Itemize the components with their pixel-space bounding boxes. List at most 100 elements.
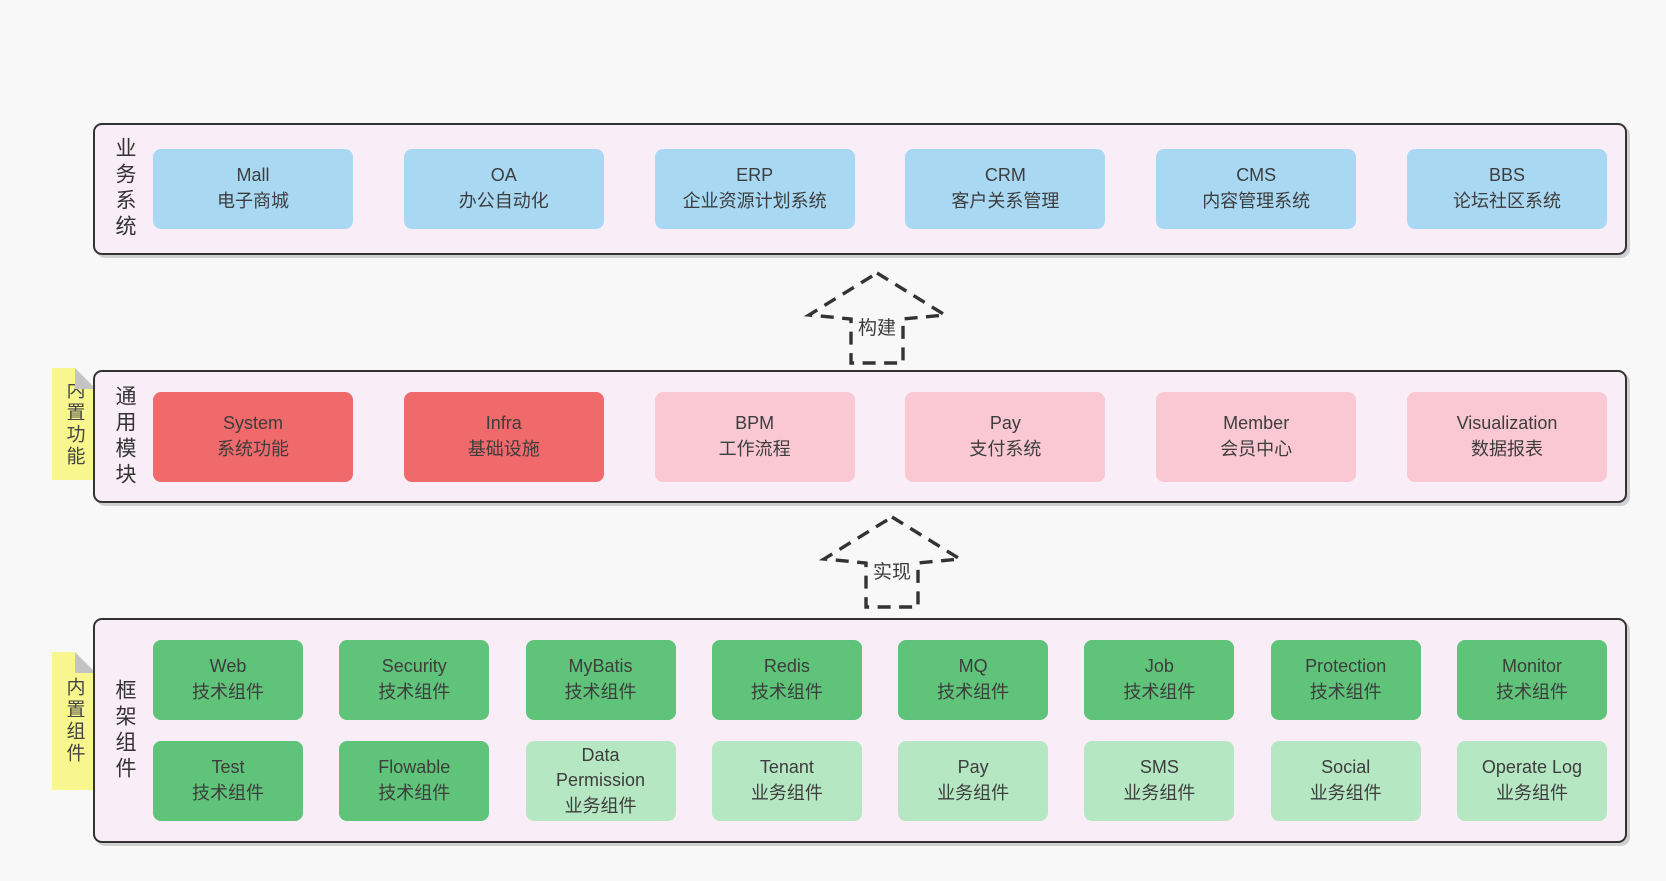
box-title: Infra [485, 412, 522, 433]
box-title: CMS [1236, 165, 1277, 186]
box-oa: OA 办公自动化 [403, 149, 604, 229]
box-subtitle: 工作流程 [718, 438, 791, 459]
business-systems-panel: 业务系统 Mall 电子商城 OA 办公自动化 ERP 企业资源计划系统 CRM 客户关系管理… [93, 123, 1627, 255]
panel-label-column: 框架组件 [95, 620, 153, 841]
box-flowable: Flowable 技术组件 [339, 741, 490, 821]
box-subtitle: 会员中心 [1220, 438, 1293, 459]
box-visualization: Visualization 数据报表 [1406, 391, 1607, 482]
sticky-note-builtin-features: 内置功能 [52, 368, 96, 480]
box-subtitle: 支付系统 [969, 438, 1042, 459]
box-subtitle: 业务组件 [750, 783, 823, 803]
box-subtitle: 技术组件 [750, 682, 823, 702]
box-title: Visualization [1456, 412, 1558, 433]
box-title: Data Permission [556, 744, 646, 791]
arrow-label: 实现 [872, 562, 911, 583]
implement-arrow: 实现 [817, 514, 967, 610]
box-bpm: BPM 工作流程 [654, 391, 855, 482]
box-operate-log: Operate Log 业务组件 [1456, 741, 1607, 821]
box-protection: Protection 技术组件 [1270, 640, 1421, 720]
box-subtitle: 办公自动化 [458, 191, 549, 211]
box-title: Member [1223, 412, 1290, 433]
dashed-up-arrow-icon [818, 515, 966, 609]
box-subtitle: 内容管理系统 [1202, 191, 1311, 211]
box-title: System [222, 412, 283, 433]
box-subtitle: 数据报表 [1470, 438, 1543, 459]
box-sms: SMS 业务组件 [1084, 741, 1235, 821]
box-subtitle: 业务组件 [937, 783, 1010, 803]
box-title: Pay [989, 412, 1021, 433]
panel-content: Mall 电子商城 OA 办公自动化 ERP 企业资源计划系统 CRM 客户关系管理 CMS 内容… [153, 125, 1625, 253]
box-title: Social [1321, 757, 1371, 778]
box-title: MyBatis [568, 656, 633, 677]
box-title: Operate Log [1481, 757, 1582, 778]
sticky-note-builtin-components: 内置组件 [52, 652, 96, 790]
box-title: OA [490, 165, 517, 186]
box-mybatis: MyBatis 技术组件 [525, 640, 676, 720]
box-subtitle: 技术组件 [564, 682, 637, 702]
box-subtitle: 技术组件 [1495, 682, 1568, 702]
box-web: Web 技术组件 [153, 640, 303, 720]
box-mall: Mall 电子商城 [153, 149, 353, 229]
box-title: Mall [236, 165, 270, 186]
box-title: Tenant [759, 757, 814, 778]
dashed-up-arrow-icon [803, 271, 951, 365]
box-subtitle: 技术组件 [192, 682, 264, 702]
box-subtitle: 业务组件 [1123, 783, 1196, 803]
panel-label-column: 通用模块 [95, 372, 153, 501]
box-pay: Pay 业务组件 [898, 741, 1049, 821]
box-subtitle: 电子商城 [217, 191, 289, 211]
box-subtitle: 企业资源计划系统 [682, 191, 827, 211]
box-tenant: Tenant 业务组件 [711, 741, 862, 821]
box-erp: ERP 企业资源计划系统 [654, 149, 855, 229]
box-subtitle: 技术组件 [1123, 682, 1196, 702]
box-title: CRM [984, 165, 1026, 186]
box-title: ERP [736, 165, 774, 186]
box-title: Test [211, 757, 245, 778]
box-title: Pay [957, 757, 989, 778]
box-title: Flowable [378, 757, 451, 778]
box-data-permission: Data Permission 业务组件 [525, 741, 676, 821]
box-title: BBS [1488, 165, 1525, 186]
panel-label-vertical: 通用模块 [113, 384, 136, 489]
box-title: Protection [1305, 656, 1387, 677]
box-member: Member 会员中心 [1156, 391, 1357, 482]
panel-label-vertical: 业务系统 [113, 137, 136, 241]
box-title: SMS [1139, 757, 1179, 778]
box-crm: CRM 客户关系管理 [905, 149, 1106, 229]
build-arrow: 构建 [802, 270, 952, 366]
panel-label-column: 业务系统 [95, 125, 153, 253]
box-cms: CMS 内容管理系统 [1156, 149, 1357, 229]
panel-label-vertical: 框架组件 [113, 678, 136, 783]
box-monitor: Monitor 技术组件 [1456, 640, 1607, 720]
box-title: MQ [958, 656, 988, 677]
arrow-label: 构建 [857, 318, 896, 339]
box-subtitle: 业务组件 [1495, 783, 1568, 803]
box-pay: Pay 支付系统 [905, 391, 1106, 482]
box-subtitle: 客户关系管理 [951, 191, 1060, 211]
box-subtitle: 技术组件 [378, 783, 451, 803]
box-subtitle: 业务组件 [564, 795, 637, 816]
box-title: Security [381, 656, 447, 677]
component-row: Mall 电子商城 OA 办公自动化 ERP 企业资源计划系统 CRM 客户关系管理 CMS 内容… [153, 149, 1607, 229]
box-subtitle: 基础设施 [467, 438, 540, 459]
box-title: Monitor [1501, 656, 1562, 677]
box-title: Web [209, 656, 247, 677]
box-subtitle: 技术组件 [1309, 682, 1382, 702]
sticky-note-text: 内置组件 [63, 677, 85, 765]
box-title: BPM [735, 412, 775, 433]
